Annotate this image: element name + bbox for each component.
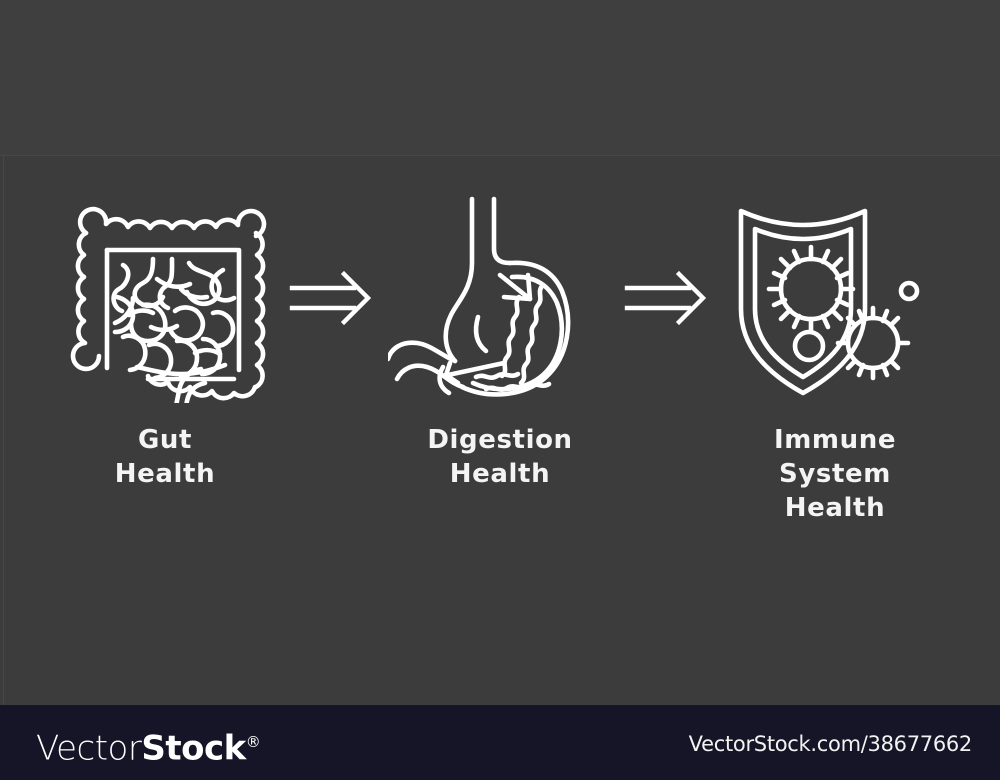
vectorstock-logo: VectorStock®	[36, 722, 261, 769]
arrow-right-icon-1	[278, 190, 388, 405]
stomach-icon	[387, 190, 613, 405]
arrow-right-icon-2	[613, 190, 723, 405]
logo-brand-bold: Stock	[141, 728, 246, 769]
artboard-area	[0, 155, 1000, 705]
vectorstock-url: VectorStock.com/38677662	[688, 732, 973, 756]
watermark-footer: VectorStock® VectorStock.com/38677662	[0, 705, 1000, 780]
artboard-left-edge	[3, 156, 4, 705]
step-digestion-health: Digestion Health	[387, 190, 613, 491]
step-label-digestion-health: Digestion Health	[427, 425, 573, 489]
shield-virus-icon	[723, 190, 948, 405]
step-gut-health: Gut Health	[53, 190, 278, 491]
registered-trademark-icon: ®	[245, 733, 261, 751]
step-label-gut-health: Gut Health	[114, 425, 216, 489]
artboard-top-band	[0, 0, 1000, 155]
logo-brand-light: Vector	[36, 728, 142, 769]
step-immune-system-health: Immune System Health	[723, 190, 948, 525]
intestine-icon	[53, 190, 278, 405]
step-label-immune-system-health: Immune System Health	[773, 425, 897, 523]
process-steps: Gut Health	[0, 190, 1000, 530]
